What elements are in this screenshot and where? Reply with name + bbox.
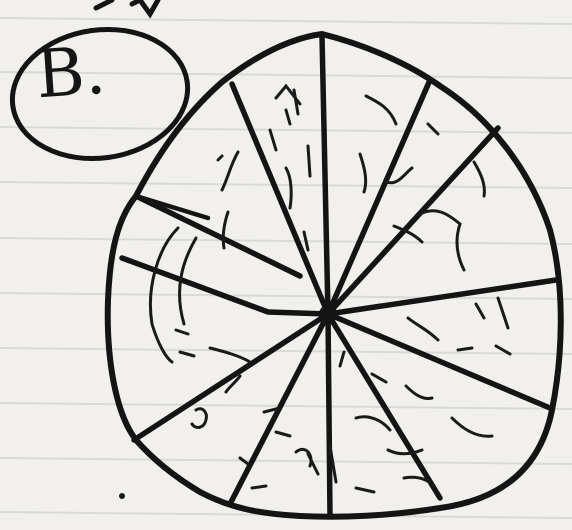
spoke-1: [322, 36, 328, 314]
spoke-9: [134, 314, 328, 440]
spoke-2: [328, 80, 430, 314]
spoke-11: [232, 84, 328, 314]
sketch-label: B.: [34, 38, 108, 109]
top-scribble: [96, 0, 158, 14]
spoke-5: [328, 314, 550, 408]
pie-spokes: [122, 36, 556, 516]
spoke-7: [328, 314, 330, 516]
spoke-3: [328, 128, 498, 314]
stray-dot: [119, 493, 125, 499]
pie-center: [319, 305, 337, 323]
spoke-12: [136, 196, 300, 276]
